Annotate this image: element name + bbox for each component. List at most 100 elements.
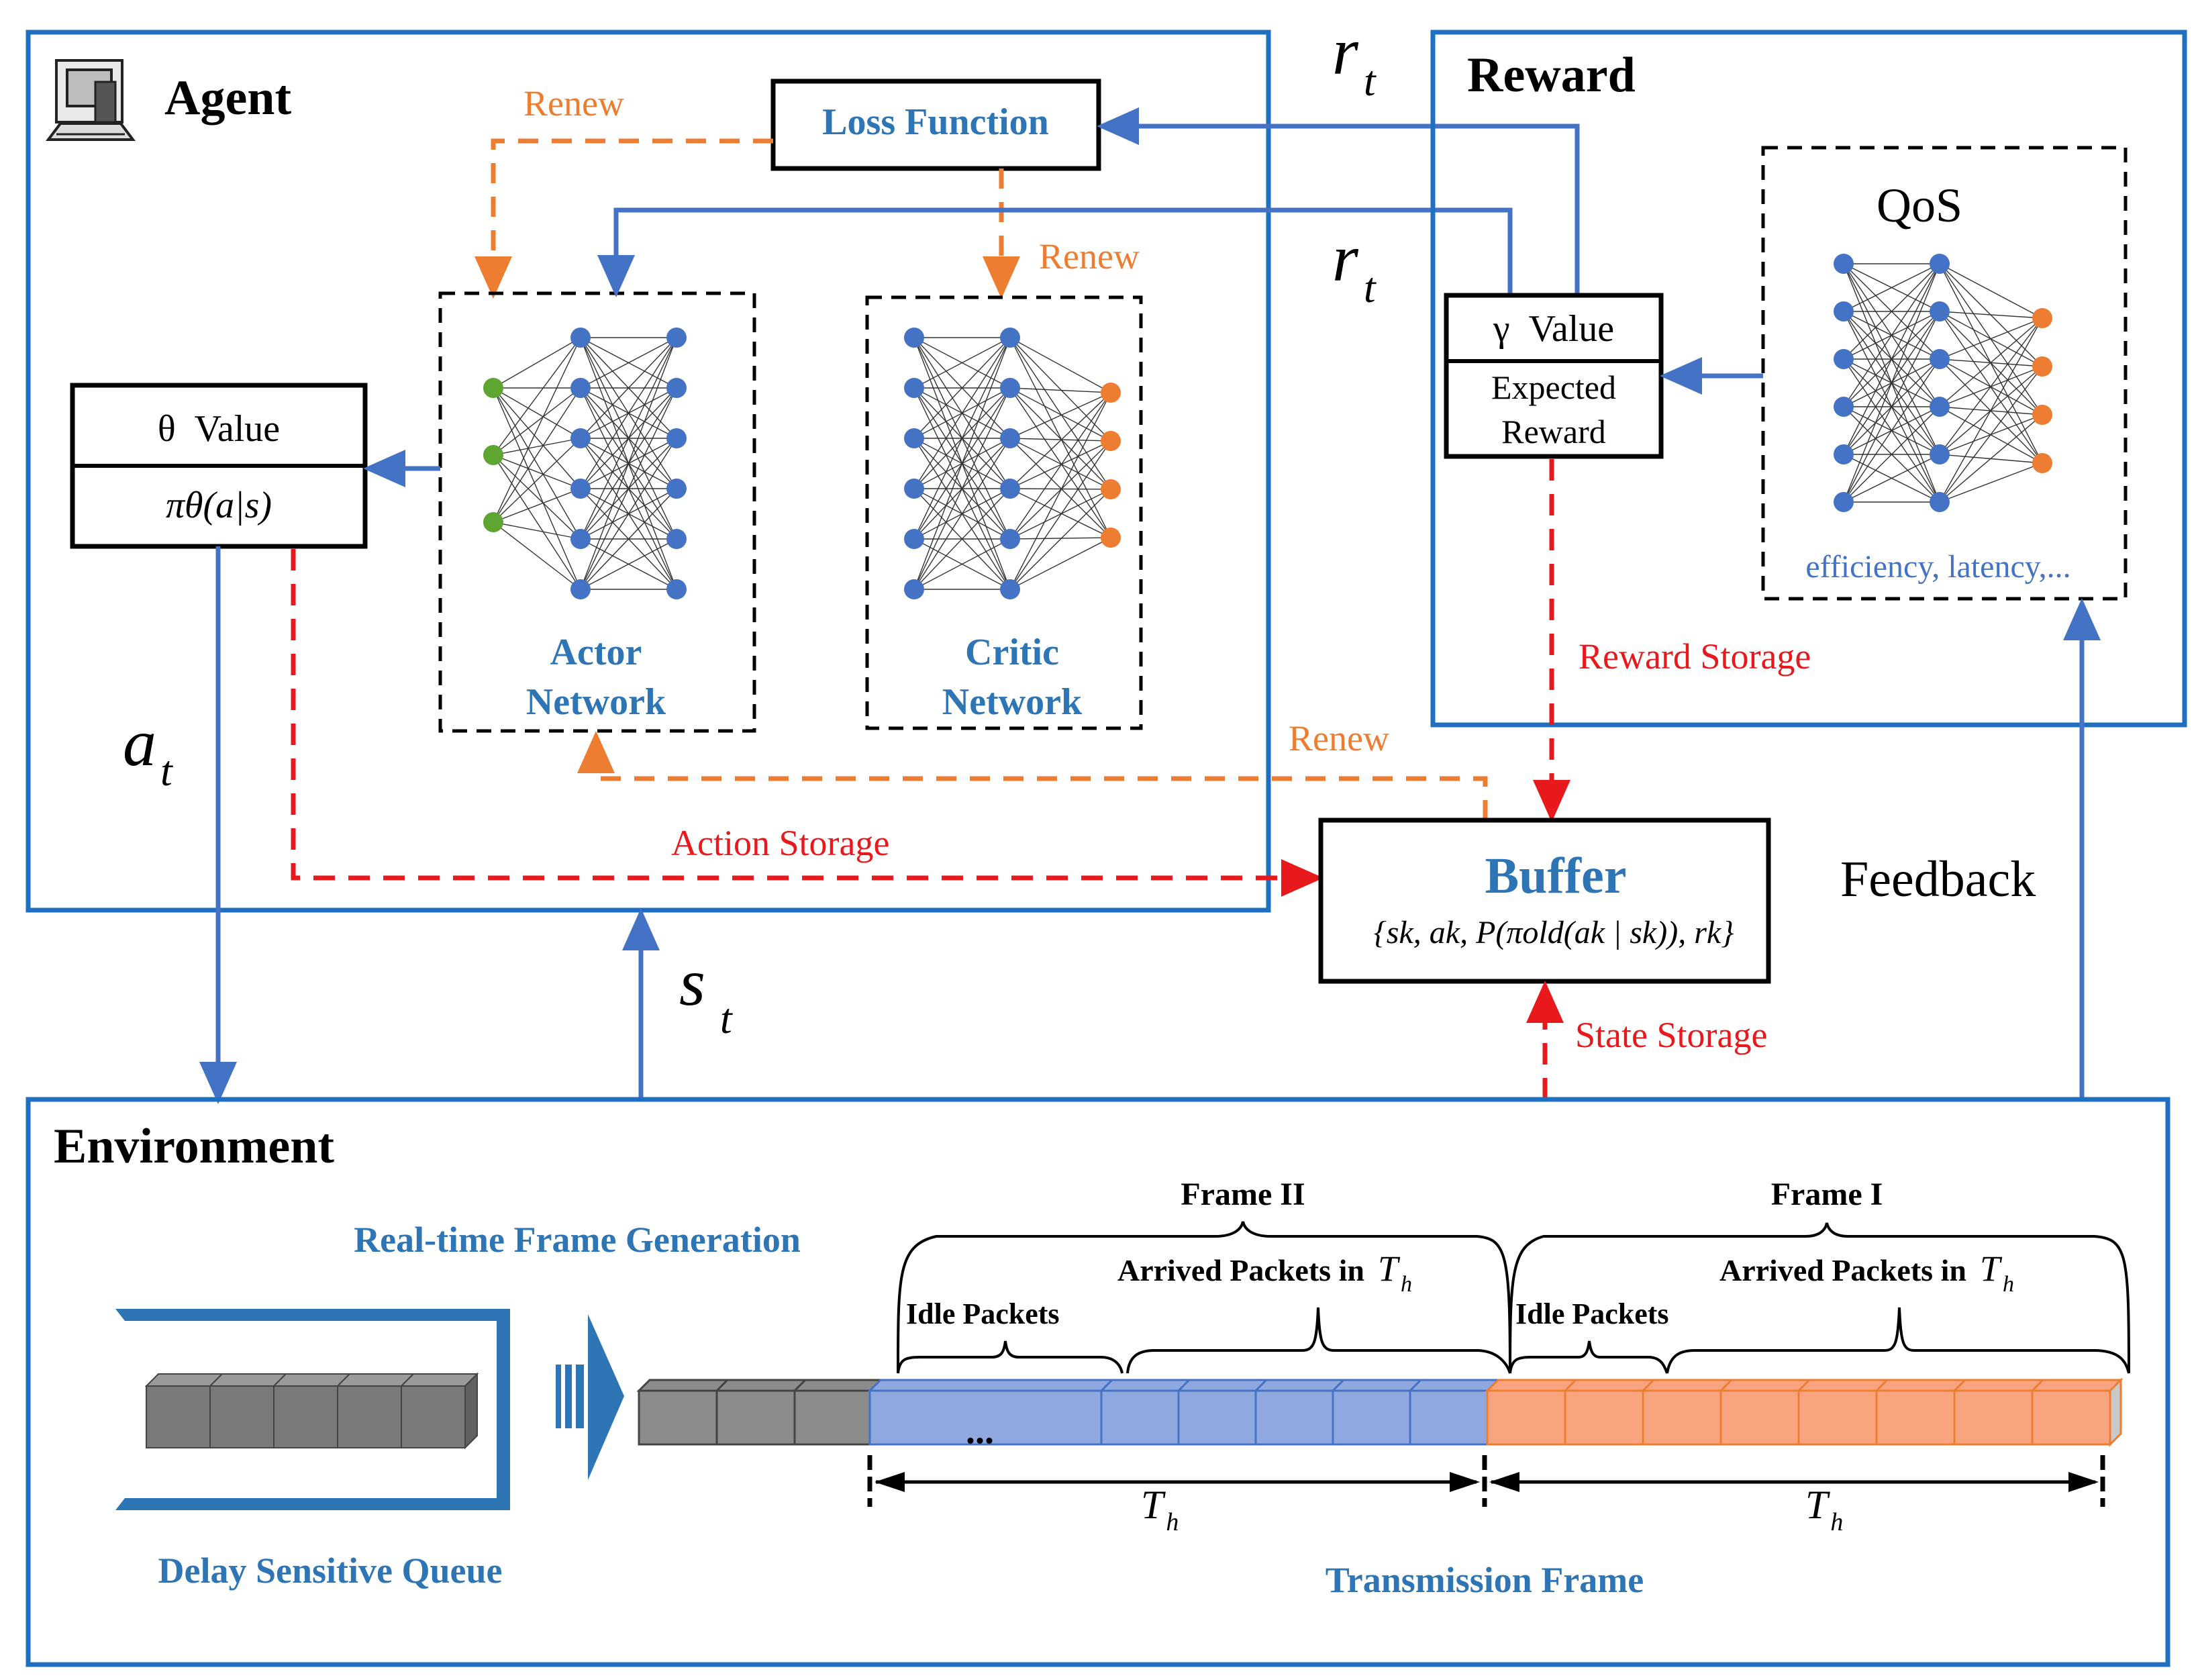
network-node — [2032, 453, 2052, 473]
actor-network-graph — [483, 328, 687, 599]
actor-label-1: Actor — [550, 632, 642, 673]
network-edge — [1843, 263, 1940, 360]
gamma-value-label: γ Value — [1493, 308, 1614, 350]
queue-cube-top — [208, 1373, 288, 1387]
frame2-idle-label: Idle Packets — [906, 1297, 1060, 1330]
packet-block-side — [2109, 1377, 2122, 1447]
network-node — [1834, 254, 1854, 274]
network-edge — [913, 337, 1011, 489]
frame2-label: Frame II — [1181, 1177, 1305, 1212]
network-edge — [493, 387, 581, 439]
network-edge — [1939, 263, 2043, 319]
realtime-label: Real-time Frame Generation — [354, 1220, 801, 1260]
action-storage-arrow — [291, 549, 1323, 897]
network-node — [666, 428, 687, 448]
packet-block — [638, 1389, 718, 1446]
network-edge — [1009, 337, 1111, 393]
network-edge — [493, 454, 581, 540]
network-node — [483, 445, 503, 465]
packet-block — [793, 1389, 874, 1446]
packet-block-top — [1099, 1379, 1192, 1392]
network-edge — [493, 387, 581, 540]
network-node — [904, 328, 924, 348]
network-edge — [1843, 263, 1940, 455]
network-node — [1834, 397, 1854, 417]
packet-block-top — [1562, 1379, 1656, 1392]
network-node — [570, 378, 591, 398]
network-node — [2032, 356, 2052, 377]
network-node — [1930, 397, 1950, 417]
network-edge — [1939, 414, 2043, 503]
th-dimension-lines — [867, 1455, 2105, 1507]
network-edge — [1009, 489, 1111, 590]
expected-reward-line2: Reward — [1501, 413, 1606, 450]
network-node — [570, 529, 591, 549]
packet-block — [868, 1389, 1103, 1446]
network-edge — [1843, 263, 1940, 503]
network-edge — [1009, 440, 1111, 489]
network-edge — [1009, 392, 1111, 439]
network-edge — [1009, 537, 1111, 540]
network-edge — [580, 337, 677, 590]
network-node — [483, 378, 503, 398]
network-edge — [1009, 387, 1111, 393]
state-storage-label: State Storage — [1575, 1015, 1767, 1055]
loss-function-box — [770, 79, 1101, 171]
queue-cube-side — [464, 1372, 478, 1450]
network-node — [1930, 301, 1950, 322]
rt-to-loss-arrow — [1097, 107, 1580, 294]
packet-block — [1254, 1389, 1334, 1446]
network-edge — [1009, 392, 1111, 590]
queue-cube-top — [144, 1373, 224, 1387]
network-edge — [493, 522, 581, 540]
network-edge — [1843, 263, 1940, 312]
network-edge — [1009, 440, 1111, 590]
packet-block-top — [867, 1379, 1115, 1392]
buffer-title: Buffer — [1485, 848, 1626, 904]
renew-arrow-buffer — [577, 731, 1488, 820]
network-edge — [913, 337, 1011, 389]
network-node — [666, 378, 687, 398]
frame1-idle-label: Idle Packets — [1515, 1297, 1669, 1330]
frame-braces — [897, 1221, 2130, 1374]
network-edge — [1939, 317, 2043, 407]
network-node — [1000, 428, 1020, 448]
network-node — [666, 579, 687, 599]
reward-title: Reward — [1467, 48, 1636, 103]
network-edge — [580, 387, 677, 590]
network-edge — [493, 387, 581, 590]
packet-block — [1486, 1389, 1566, 1446]
network-node — [1930, 444, 1950, 464]
network-edge — [1843, 454, 1940, 503]
network-edge — [493, 387, 581, 456]
network-node — [1834, 349, 1854, 369]
queue-cubes — [144, 1372, 479, 1450]
queue-cube — [401, 1385, 466, 1448]
network-edge — [1843, 263, 1940, 407]
renew-label-top: Renew — [523, 83, 624, 123]
network-edge — [493, 337, 581, 523]
network-edge — [1939, 317, 2043, 503]
queue-cube — [209, 1385, 274, 1448]
network-edge — [580, 337, 677, 389]
network-edge — [913, 337, 1011, 439]
transmission-frame-blocks — [636, 1377, 2124, 1447]
packet-block — [1409, 1389, 1489, 1446]
network-edge — [1009, 337, 1111, 442]
packet-block-top — [792, 1379, 886, 1392]
network-edge — [580, 337, 677, 489]
queue-cube — [146, 1385, 211, 1448]
network-edge — [1009, 387, 1111, 490]
network-edge — [493, 387, 581, 489]
qos-title: QoS — [1877, 179, 1962, 232]
qos-network-graph — [1834, 254, 2052, 512]
network-edge — [913, 438, 1011, 590]
network-node — [1101, 383, 1121, 403]
packet-block — [1875, 1389, 1956, 1446]
network-node — [904, 378, 924, 398]
queue-cube-top — [399, 1373, 479, 1387]
network-node — [2032, 308, 2052, 328]
